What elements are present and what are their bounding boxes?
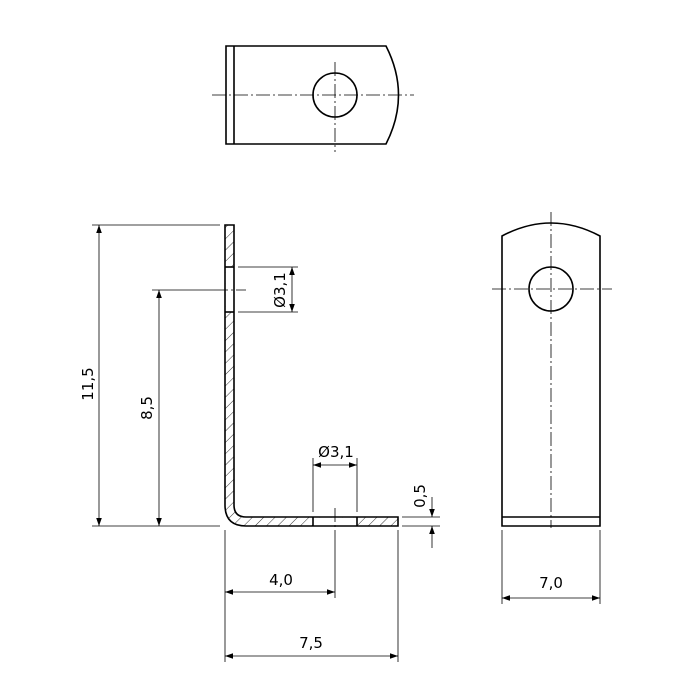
- dim-label-height-hole: 8,5: [138, 396, 156, 420]
- dim-height-total: 11,5: [79, 224, 220, 527]
- dim-label-thickness: 0,5: [411, 484, 429, 508]
- dim-label-base-length: 7,5: [299, 634, 323, 652]
- dim-height-hole: 8,5: [138, 289, 214, 526]
- dim-hole-vertical: Ø3,1: [238, 266, 298, 313]
- front-view: [492, 212, 612, 528]
- dim-label-height-total: 11,5: [79, 367, 97, 400]
- side-view-outline: [224, 224, 399, 527]
- dim-label-hole-horizontal: Ø3,1: [318, 443, 354, 461]
- dim-width: 7,0: [501, 530, 601, 604]
- dim-thickness: 0,5: [402, 484, 440, 548]
- dim-label-width: 7,0: [539, 574, 563, 592]
- dim-hole-horizontal: Ø3,1: [312, 443, 358, 512]
- section-hatching: [225, 225, 398, 526]
- top-view: [212, 45, 414, 152]
- top-view-outline: [225, 45, 400, 145]
- vertical-hole-section: [225, 267, 234, 312]
- dim-hole-offset: 4,0: [224, 530, 336, 662]
- side-view: [214, 224, 399, 538]
- front-view-outline: [501, 222, 601, 527]
- dim-label-hole-vertical: Ø3,1: [271, 272, 289, 308]
- dim-label-hole-offset: 4,0: [269, 571, 293, 589]
- dim-base-length: 7,5: [225, 530, 399, 662]
